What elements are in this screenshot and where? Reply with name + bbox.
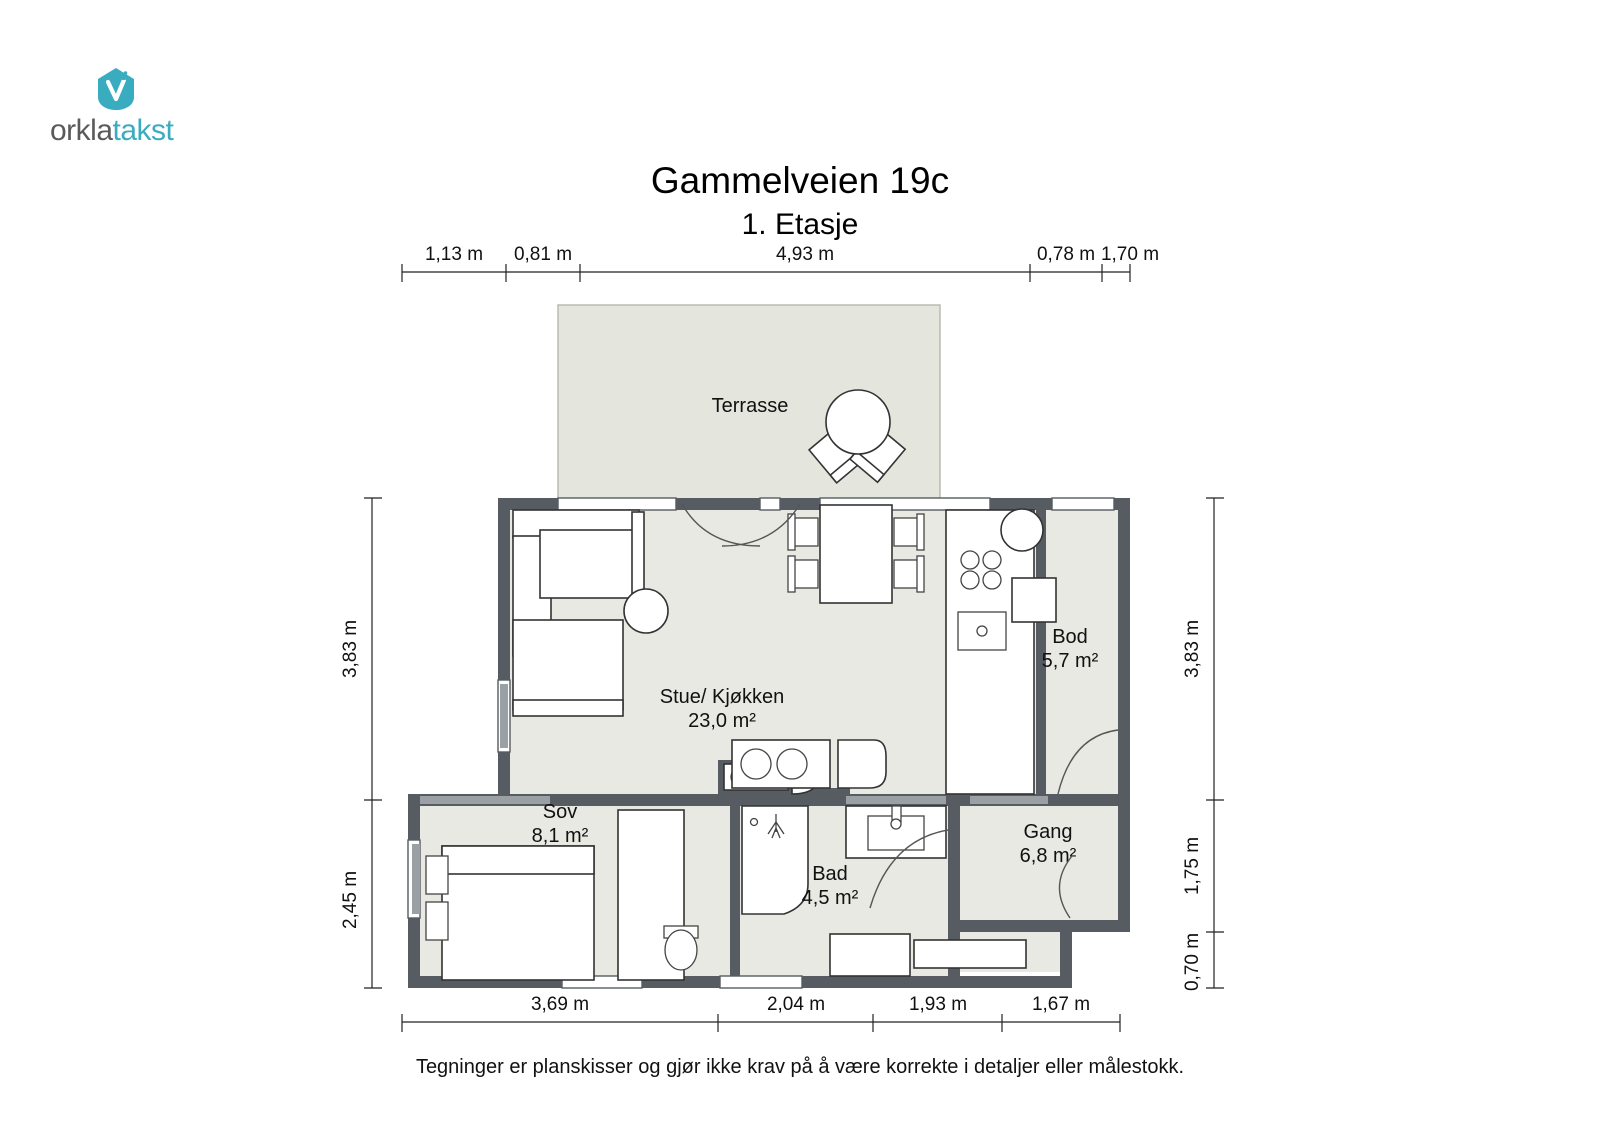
dim-left-0: 3,83 m	[340, 620, 361, 678]
page-title: Gammelveien 19c	[650, 160, 950, 201]
bath-bench	[913, 939, 1027, 969]
room-area-sov: 8,1 m²	[532, 825, 589, 847]
room-label-bad: Bad	[812, 863, 848, 885]
brand-wordmark: orklatakst	[50, 114, 250, 148]
room-label-terrasse: Terrasse	[712, 395, 789, 417]
right-dimension-chain: 3,83 m 1,75 m 0,70 m	[1182, 497, 1224, 991]
room-label-stue: Stue/ Kjøkken	[660, 686, 785, 708]
page-subtitle: 1. Etasje	[741, 208, 859, 241]
dim-left-1: 2,45 m	[340, 871, 361, 929]
room-area-stue: 23,0 m²	[688, 710, 756, 732]
bed-double	[425, 845, 595, 981]
room-area-bad: 4,5 m²	[802, 887, 859, 909]
room-bod: Bod 5,7 m²	[1000, 508, 1119, 795]
bottom-dimension-chain: 3,69 m 2,04 m 1,93 m 1,67 m	[401, 994, 1121, 1032]
brand-name-primary: orkla	[50, 114, 113, 147]
dim-top-3: 0,78 m	[1037, 244, 1095, 265]
dim-right-2: 0,70 m	[1182, 933, 1203, 991]
dim-top-0: 1,13 m	[425, 244, 483, 265]
floorplan-drawing: 1,13 m 0,81 m 4,93 m 0,78 m 1,70 m 3,83 …	[330, 240, 1260, 1055]
dim-top-4: 1,70 m	[1101, 244, 1159, 265]
dining-table	[787, 504, 925, 604]
room-area-bod: 5,7 m²	[1042, 650, 1099, 672]
shower	[741, 805, 809, 915]
left-dimension-chain: 3,83 m 2,45 m	[340, 497, 382, 989]
room-label-sov: Sov	[543, 801, 577, 823]
dim-right-1: 1,75 m	[1182, 837, 1203, 895]
room-label-gang: Gang	[1024, 821, 1073, 843]
room-gang: Gang 6,8 m²	[1020, 821, 1077, 919]
brand-logo: orklatakst	[50, 66, 250, 148]
sofa-sectional	[512, 509, 645, 717]
terrace-furniture	[807, 389, 907, 484]
bath-cabinet	[829, 933, 911, 977]
dim-bottom-1: 2,04 m	[767, 994, 825, 1015]
toilet	[663, 925, 699, 971]
room-label-bod: Bod	[1052, 626, 1088, 648]
washing-machine	[731, 739, 887, 789]
room-area-gang: 6,8 m²	[1020, 845, 1077, 867]
bathroom-sink	[845, 805, 947, 859]
dim-bottom-0: 3,69 m	[531, 994, 589, 1015]
closet	[1011, 577, 1057, 623]
dim-bottom-2: 1,93 m	[909, 994, 967, 1015]
disclaimer-text: Tegninger er planskisser og gjør ikke kr…	[415, 1056, 1185, 1078]
house-check-icon	[95, 66, 137, 112]
dim-top-2: 4,93 m	[776, 244, 834, 265]
dim-bottom-3: 1,67 m	[1032, 994, 1090, 1015]
room-bad: Bad 4,5 m²	[663, 739, 1027, 977]
refrigerator	[1000, 508, 1044, 552]
brand-name-secondary: takst	[112, 114, 174, 147]
top-dimension-chain: 1,13 m 0,81 m 4,93 m 0,78 m 1,70 m	[401, 244, 1159, 282]
dim-right-0: 3,83 m	[1182, 620, 1203, 678]
round-side-table	[623, 588, 669, 634]
dim-top-1: 0,81 m	[514, 244, 572, 265]
kitchen-counter	[945, 509, 1035, 795]
room-terrasse: Terrasse	[557, 304, 941, 501]
